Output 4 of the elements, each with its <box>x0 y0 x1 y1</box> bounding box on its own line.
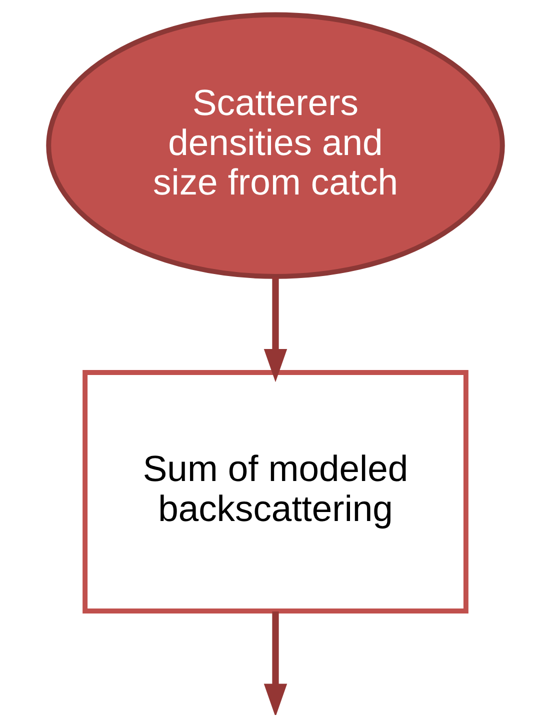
node-ellipse: Scatterers densities and size from catch <box>46 12 504 279</box>
arrow <box>263 611 287 715</box>
node-box: Sum of modeled backscattering <box>82 370 468 614</box>
arrow <box>263 276 287 382</box>
